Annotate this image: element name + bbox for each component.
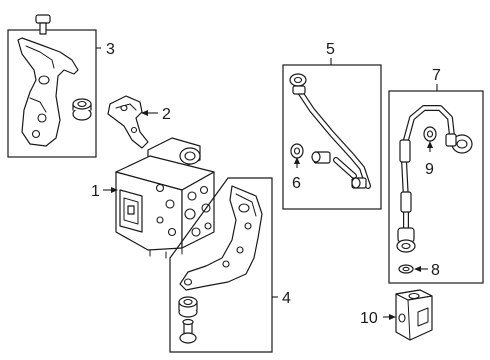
part-2-group: 2 xyxy=(107,95,171,149)
callout-1: 1 xyxy=(91,183,100,200)
part-4-bolt xyxy=(179,318,197,344)
callout-5: 5 xyxy=(326,41,335,58)
part-3-box xyxy=(7,29,97,158)
callout-10: 10 xyxy=(360,310,378,327)
part-5-box xyxy=(282,64,382,210)
part-8-washer xyxy=(398,264,414,274)
part-4-box xyxy=(169,177,273,353)
part-3-bracket xyxy=(17,37,79,147)
part-3-bolt xyxy=(35,14,51,35)
part-3-group: 3 xyxy=(7,14,115,158)
part-7-box xyxy=(388,90,484,284)
part-7-brake-line xyxy=(396,105,473,253)
callout-4: 4 xyxy=(282,290,291,307)
part-4-grommet xyxy=(178,296,198,318)
part-4-group: 4 xyxy=(169,177,291,353)
part-9-washer xyxy=(423,126,437,142)
callout-6: 6 xyxy=(292,175,301,192)
part-10-group: 10 xyxy=(360,289,433,341)
part-3-grommet xyxy=(72,98,92,121)
part-2-bracket xyxy=(107,95,149,149)
part-5-group: 5 6 xyxy=(282,41,382,210)
part-5-brake-line xyxy=(289,73,371,189)
callout-2: 2 xyxy=(162,106,171,123)
callout-3: 3 xyxy=(106,41,115,58)
part-7-group: 7 9 8 xyxy=(388,67,484,284)
callout-8: 8 xyxy=(431,262,440,279)
callout-7: 7 xyxy=(432,67,441,84)
part-10-block xyxy=(395,289,433,341)
callout-9: 9 xyxy=(425,161,434,178)
part-1-group: 1 xyxy=(91,137,215,259)
part-6-washer xyxy=(290,143,304,159)
part-1-modulator xyxy=(115,137,215,259)
